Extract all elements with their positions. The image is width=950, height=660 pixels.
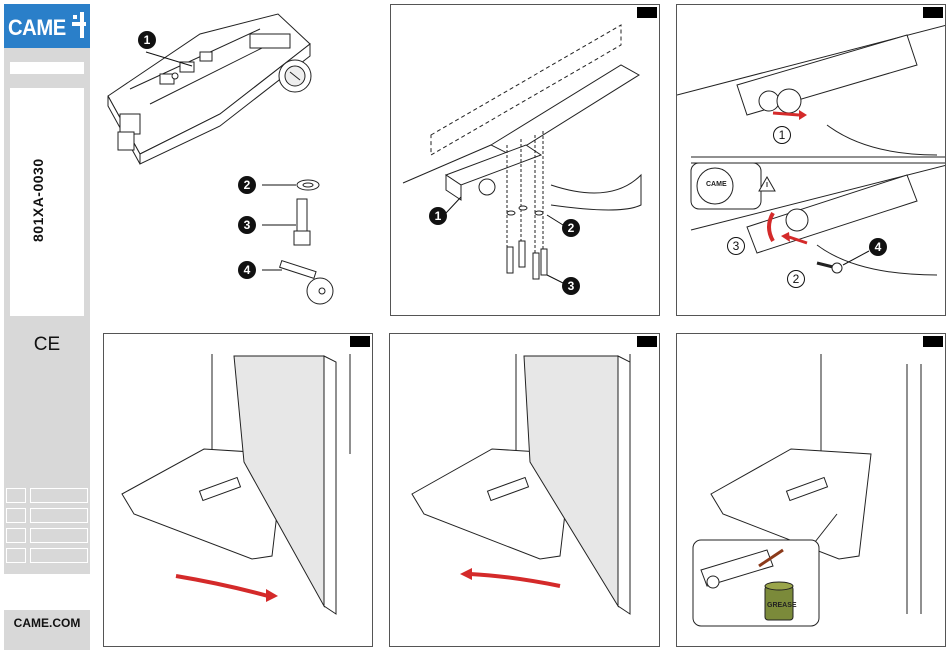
door-drawing (390, 334, 660, 647)
product-code: 801XA-0030 (30, 158, 46, 242)
code-box (10, 88, 84, 316)
language-flag-4[interactable] (6, 548, 26, 563)
figure-components: 1 2 3 4 (100, 4, 376, 316)
language-link-4[interactable] (30, 548, 88, 563)
inset-logo-text: CAME (706, 181, 727, 188)
ce-mark: CE (4, 334, 90, 356)
door-drawing (104, 334, 373, 647)
callout-2: 2 (562, 219, 580, 237)
callout-2: 2 (238, 176, 256, 194)
figure-door-close (389, 333, 660, 647)
grease-can-icon (765, 582, 793, 620)
website-link[interactable]: CAME.COM (4, 616, 90, 630)
came-logo-icon (70, 12, 88, 40)
brand-name: CAME (8, 15, 66, 41)
language-flag-2[interactable] (6, 508, 26, 523)
callout-3: 3 (562, 277, 580, 295)
key-icon (280, 261, 333, 304)
callout-3: 3 (238, 216, 256, 234)
release-drawing (677, 5, 946, 316)
step-1: 1 (773, 126, 791, 144)
language-link-2[interactable] (30, 508, 88, 523)
screw-icon (294, 199, 310, 245)
figure-grease: GREASE (676, 333, 946, 647)
footer-box (4, 574, 90, 610)
figure-release-steps: CAME 1 2 3 4 (676, 4, 946, 316)
step-2: 2 (787, 270, 805, 288)
grease-drawing (677, 334, 946, 647)
language-link-1[interactable] (30, 488, 88, 503)
step-3: 3 (727, 237, 745, 255)
came-logo: CAME (4, 4, 90, 48)
callout-1: 1 (429, 207, 447, 225)
key-icon (817, 263, 842, 273)
language-flag-3[interactable] (6, 528, 26, 543)
callout-4: 4 (238, 261, 256, 279)
figure-door-open (103, 333, 373, 647)
arrow-icon (266, 589, 278, 602)
callout-4: 4 (869, 238, 887, 256)
figure-installation: 1 2 3 (390, 4, 660, 316)
sidebar: CAME 801XA-0030 CE CAME.COM (4, 4, 90, 650)
title-box (10, 62, 84, 74)
arrow-icon (460, 568, 472, 580)
grease-label: GREASE (767, 602, 797, 609)
installation-drawing (391, 5, 660, 316)
lock-cylinder-icon (279, 60, 311, 92)
language-flag-1[interactable] (6, 488, 26, 503)
washer-icon (297, 180, 319, 190)
arrow-icon (799, 110, 807, 120)
callout-1: 1 (138, 31, 156, 49)
language-link-3[interactable] (30, 528, 88, 543)
